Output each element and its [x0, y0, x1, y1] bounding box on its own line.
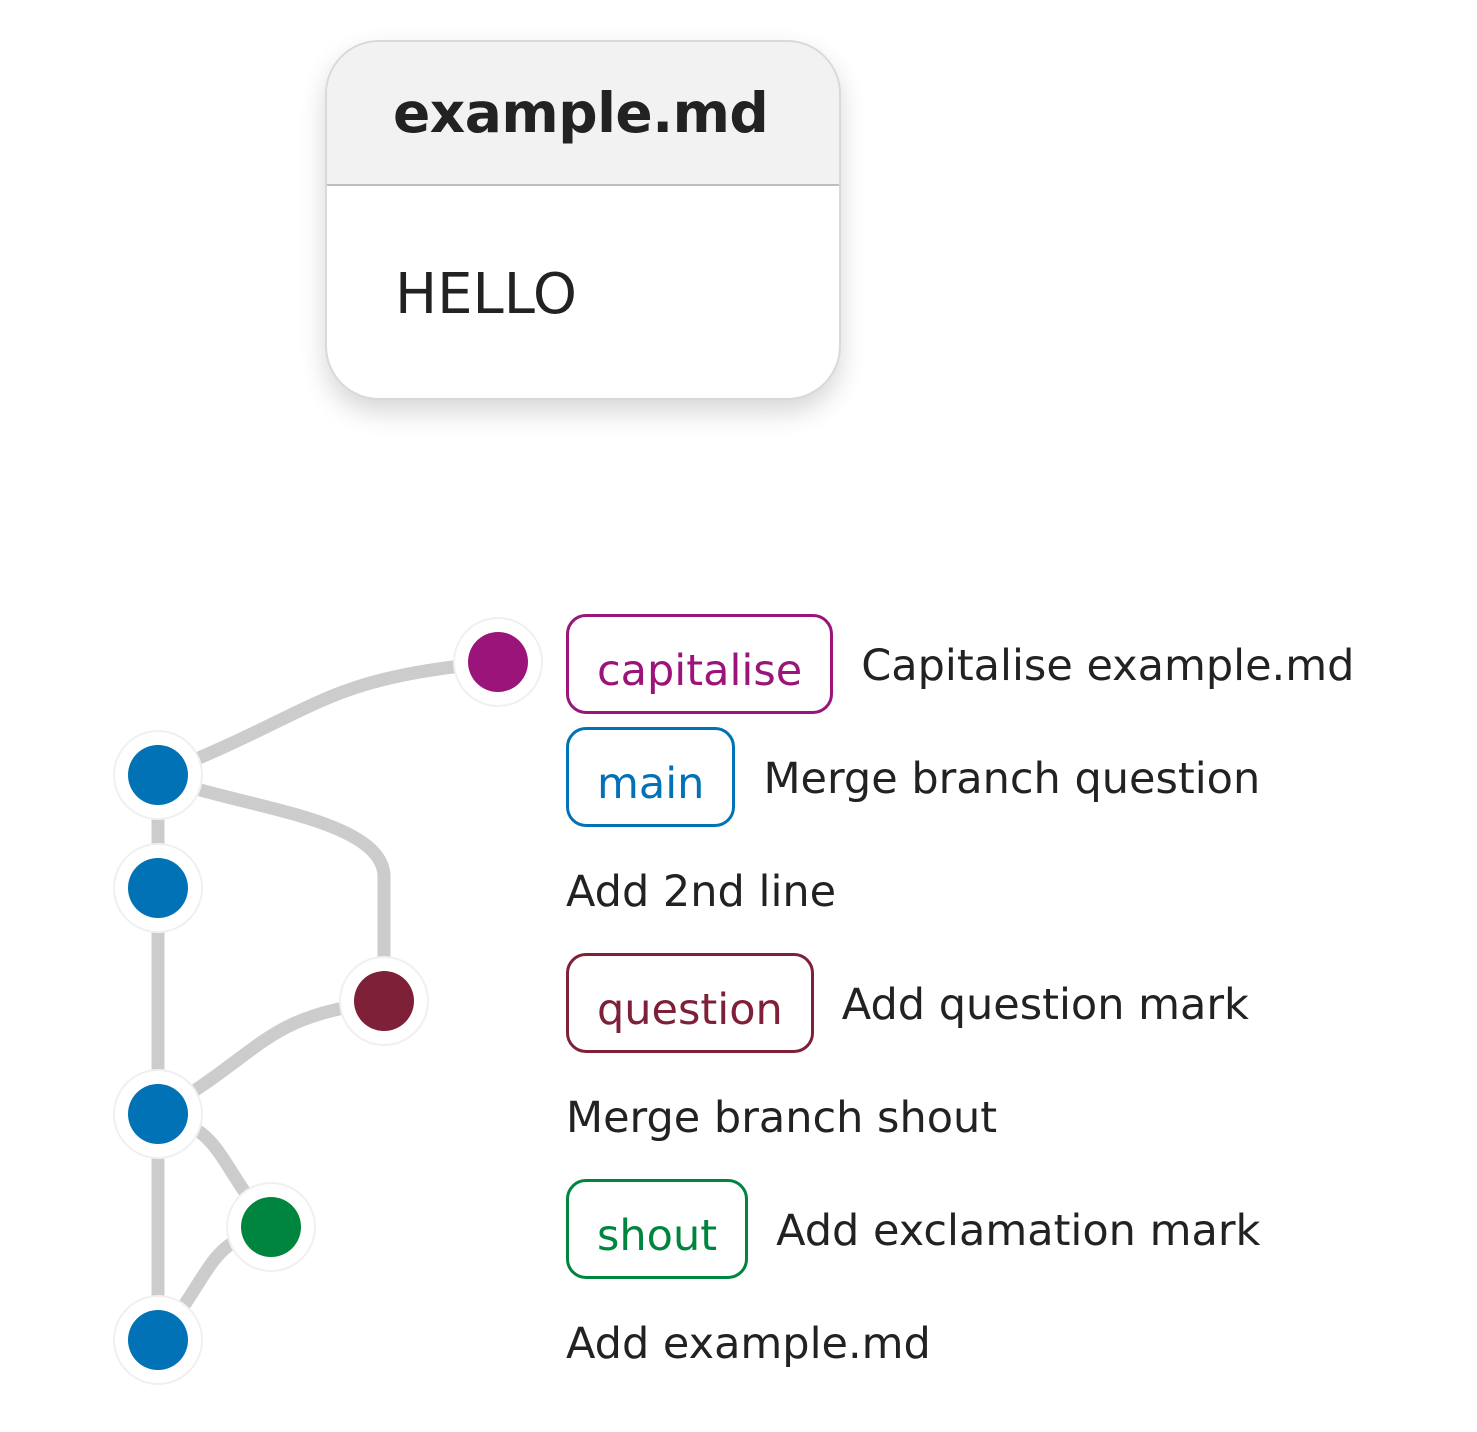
commit-message: Merge branch question	[763, 754, 1261, 804]
commit-node-c2[interactable]	[128, 745, 188, 805]
commit-message: Add question mark	[841, 980, 1249, 1030]
file-content: HELLO	[395, 262, 577, 327]
commit-node-c1[interactable]	[468, 632, 528, 692]
commit-row[interactable]: Add example.md	[566, 1292, 931, 1392]
branch-label-main[interactable]: main	[566, 727, 736, 827]
branch-label-shout[interactable]: shout	[566, 1179, 749, 1279]
commit-message: Add 2nd line	[566, 867, 837, 917]
commit-node-c4[interactable]	[354, 971, 414, 1031]
commit-row[interactable]: shout Add exclamation mark	[566, 1179, 1260, 1279]
branch-label-capitalise[interactable]: capitalise	[566, 614, 834, 714]
commit-node-c3[interactable]	[128, 858, 188, 918]
edge-c1-c2	[151, 655, 505, 782]
commit-message: Add example.md	[566, 1319, 931, 1369]
commit-message: Capitalise example.md	[861, 641, 1355, 691]
commit-node-c6[interactable]	[241, 1197, 301, 1257]
commit-row[interactable]: capitalise Capitalise example.md	[566, 614, 1354, 714]
commit-row[interactable]: Merge branch shout	[566, 1066, 997, 1166]
file-card-body: HELLO	[327, 186, 839, 327]
graph-nodes	[113, 617, 543, 1385]
branch-label-question[interactable]: question	[566, 953, 814, 1053]
commit-message: Merge branch shout	[566, 1093, 998, 1143]
file-name: example.md	[393, 81, 769, 145]
commit-row[interactable]: Add 2nd line	[566, 840, 836, 940]
commit-node-c7[interactable]	[128, 1310, 188, 1370]
file-card-header: example.md	[327, 42, 839, 186]
commit-node-c5[interactable]	[128, 1084, 188, 1144]
commit-message: Add exclamation mark	[776, 1206, 1261, 1256]
file-card: example.md HELLO	[325, 40, 841, 400]
commit-row[interactable]: main Merge branch question	[566, 727, 1260, 827]
graph-edges	[151, 655, 505, 1347]
commit-row[interactable]: question Add question mark	[566, 953, 1249, 1053]
